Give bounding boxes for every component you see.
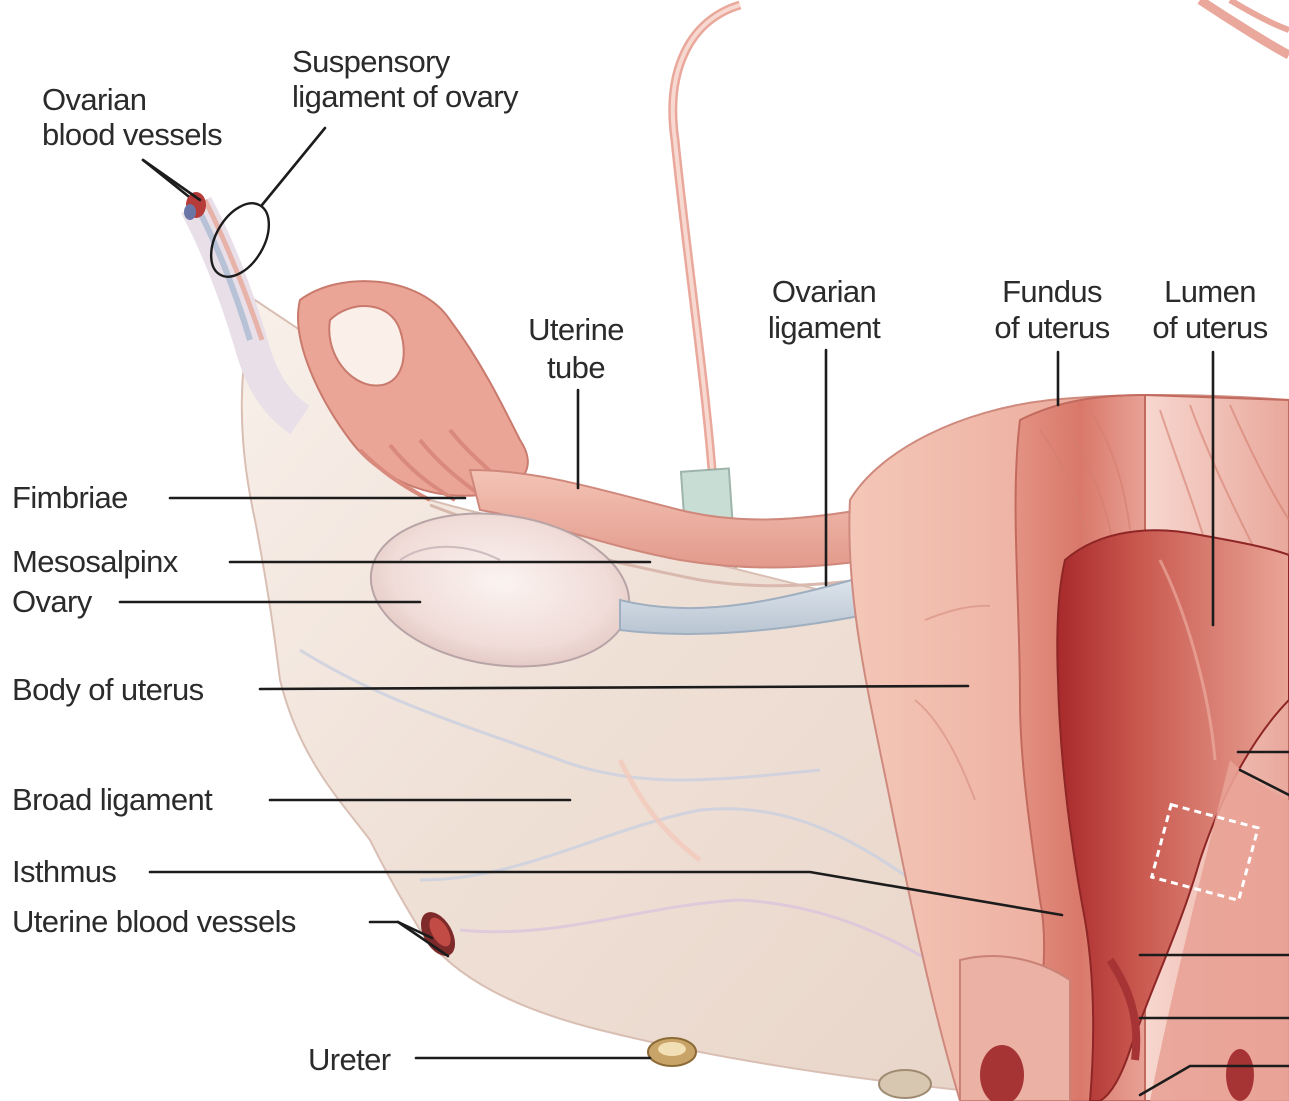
label-fundus-of-uterus-2: of uterus [994,310,1109,345]
leader-ovarian-blood-vessels-b [143,160,200,200]
label-fundus-of-uterus-1: Fundus [1002,274,1102,309]
label-suspensory-ligament-2: ligament of ovary [292,79,519,114]
label-suspensory-ligament-1: Suspensory [292,44,451,79]
leader-suspensory-ligament [262,128,325,205]
label-uterine-tube-2: tube [547,350,605,385]
label-isthmus: Isthmus [12,854,116,889]
label-ovarian-blood-vessels-2: blood vessels [42,117,222,152]
label-body-of-uterus: Body of uterus [12,672,204,707]
label-ovarian-blood-vessels-1: Ovarian [42,82,146,117]
label-ovarian-ligament-2: ligament [768,310,881,345]
label-uterine-blood-vessels: Uterine blood vessels [12,904,296,939]
label-ureter: Ureter [308,1042,391,1077]
label-lumen-of-uterus-2: of uterus [1152,310,1267,345]
label-broad-ligament: Broad ligament [12,782,213,817]
label-mesosalpinx: Mesosalpinx [12,544,179,579]
label-lumen-of-uterus-1: Lumen [1164,274,1256,309]
label-ovary: Ovary [12,584,93,619]
label-ovarian-ligament-1: Ovarian [772,274,876,309]
label-uterine-tube-1: Uterine [528,312,624,347]
label-fimbriae: Fimbriae [12,480,128,515]
